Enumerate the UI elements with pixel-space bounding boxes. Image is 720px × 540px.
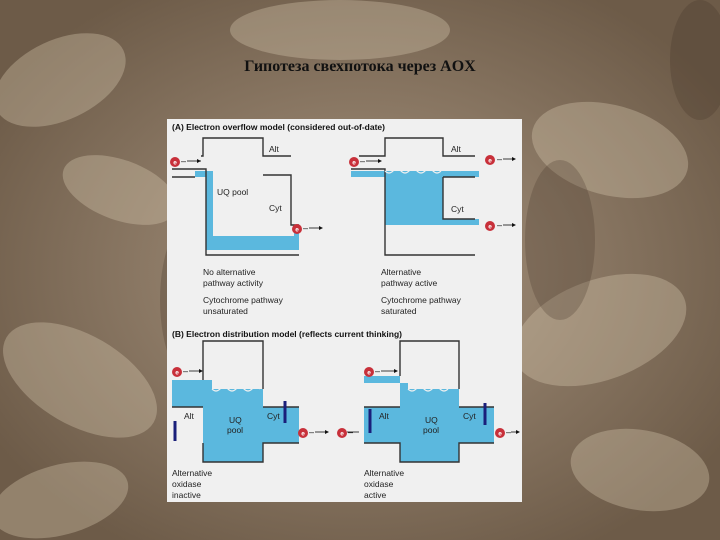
svg-text:oxidase: oxidase <box>364 479 394 489</box>
panel-a-right-diagram: e – e – e – Alt Cyt <box>349 137 516 256</box>
alt-label: Alt <box>379 411 390 421</box>
uq-pool-label: UQ <box>229 415 242 425</box>
svg-text:saturated: saturated <box>381 306 417 316</box>
svg-text:e: e <box>488 224 492 231</box>
svg-text:unsaturated: unsaturated <box>203 306 248 316</box>
uq-pool-label: pool <box>227 425 243 435</box>
svg-text:e: e <box>295 227 299 234</box>
svg-text:–: – <box>360 156 365 166</box>
svg-text:–: – <box>183 366 188 376</box>
uq-pool-label: UQ pool <box>217 187 248 197</box>
electron-icon <box>364 367 374 377</box>
svg-text:e: e <box>488 158 492 165</box>
svg-text:e: e <box>173 160 177 167</box>
svg-text:–: – <box>303 223 308 233</box>
cyt-label: Cyt <box>463 411 476 421</box>
electron-icon <box>298 428 308 438</box>
slide-title: Гипотеза свехпотока через AOX <box>244 58 476 75</box>
electron-icon <box>485 155 495 165</box>
svg-text:active: active <box>364 490 386 500</box>
alt-label: Alt <box>451 144 462 154</box>
panel-b-heading: (B) Electron distribution model (reflect… <box>172 329 402 339</box>
svg-text:Cytochrome pathway: Cytochrome pathway <box>203 295 284 305</box>
alt-label: Alt <box>269 144 280 154</box>
svg-text:Cytochrome pathway: Cytochrome pathway <box>381 295 462 305</box>
svg-text:e: e <box>175 370 179 377</box>
svg-text:e: e <box>340 431 344 438</box>
svg-text:pathway active: pathway active <box>381 278 437 288</box>
svg-text:e: e <box>352 160 356 167</box>
panel-a-heading: (A) Electron overflow model (considered … <box>172 122 385 132</box>
electron-icon <box>349 157 359 167</box>
electron-model-figure: (A) Electron overflow model (considered … <box>167 119 522 502</box>
panel-a-left-diagram: e – e – Alt UQ pool Cyt <box>170 137 323 256</box>
uq-pool-label: UQ <box>425 415 438 425</box>
svg-text:e: e <box>301 431 305 438</box>
panel-b-left-caption: Alternative oxidase inactive <box>172 468 212 500</box>
cyt-label: Cyt <box>269 203 282 213</box>
panel-b-right-caption: Alternative oxidase active <box>364 468 404 500</box>
alt-label: Alt <box>184 411 195 421</box>
electron-icon <box>337 428 347 438</box>
electron-icon <box>292 224 302 234</box>
svg-text:inactive: inactive <box>172 490 201 500</box>
svg-text:e: e <box>498 431 502 438</box>
svg-text:oxidase: oxidase <box>172 479 202 489</box>
uq-pool-label: pool <box>423 425 439 435</box>
cyt-label: Cyt <box>451 204 464 214</box>
svg-text:–: – <box>309 427 314 437</box>
panel-b-right-diagram: e – e – e – Alt UQ pool Cyt <box>337 340 520 463</box>
svg-text:e: e <box>367 370 371 377</box>
electron-icon <box>495 428 505 438</box>
svg-text:–: – <box>181 156 186 166</box>
svg-text:Alternative: Alternative <box>364 468 404 478</box>
svg-text:Alternative: Alternative <box>172 468 212 478</box>
panel-b-left-diagram: e – e – Alt UQ pool Cyt <box>172 340 329 463</box>
electron-icon <box>170 157 180 167</box>
panel-a-right-caption: Alternative pathway active Cytochrome pa… <box>381 267 462 316</box>
svg-text:pathway activity: pathway activity <box>203 278 264 288</box>
panel-a-left-caption: No alternative pathway activity Cytochro… <box>203 267 284 316</box>
electron-icon <box>172 367 182 377</box>
svg-text:–: – <box>375 366 380 376</box>
svg-text:Alternative: Alternative <box>381 267 421 277</box>
svg-text:–: – <box>497 220 502 230</box>
cyt-label: Cyt <box>267 411 280 421</box>
svg-text:–: – <box>506 427 511 437</box>
svg-text:–: – <box>497 154 502 164</box>
svg-text:No alternative: No alternative <box>203 267 256 277</box>
electron-icon <box>485 221 495 231</box>
